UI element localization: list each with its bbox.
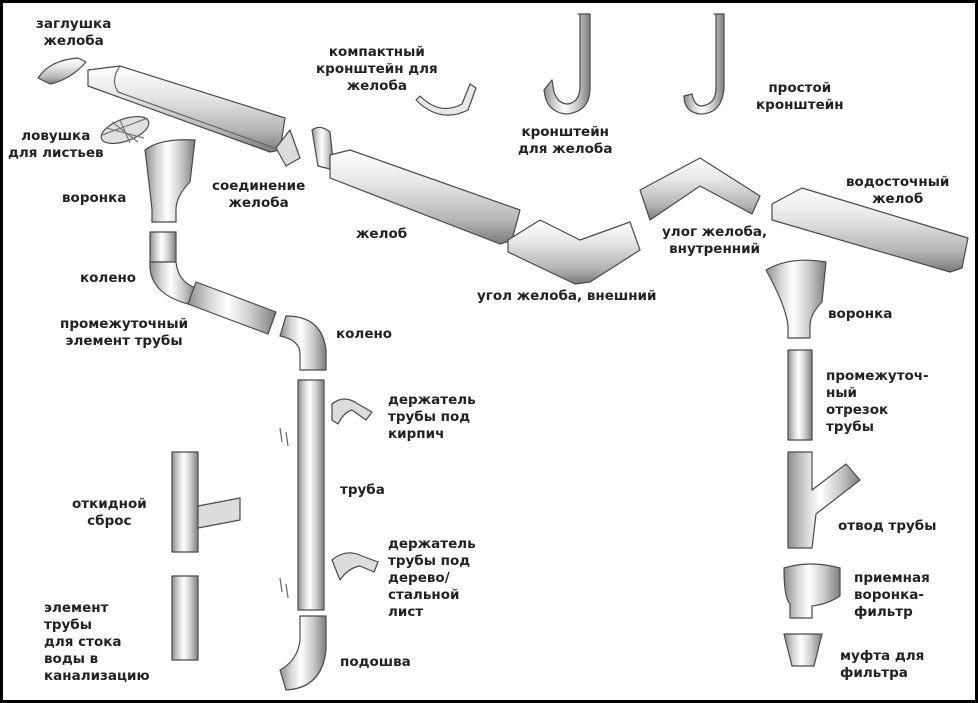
label-receiving-funnel: приемная воронка- фильтр	[854, 570, 930, 620]
gutter-end-cap	[37, 57, 87, 85]
label-gutter-bracket: кронштейн для желоба	[518, 124, 613, 157]
label-brick-holder: держатель трубы под кирпич	[388, 392, 476, 442]
label-downspout-gutter: водосточный желоб	[846, 174, 950, 207]
label-compact-bracket: компактный кронштейн для желоба	[316, 44, 438, 94]
label-simple-bracket: простой кронштейн	[756, 80, 844, 113]
label-leaf-trap: ловушка для листьев	[8, 128, 104, 161]
intermediate-segment	[787, 349, 813, 441]
pipe-short-left	[149, 231, 177, 263]
label-intermediate-pipe: промежуточный элемент трубы	[60, 316, 189, 349]
gutter-bracket	[543, 13, 591, 115]
inner-corner	[639, 157, 761, 221]
flip-drain-flap	[197, 497, 241, 529]
label-pipe-branch: отвод трубы	[838, 518, 937, 534]
label-gutter-joint: соединение желоба	[212, 178, 306, 211]
intermediate-pipe	[187, 281, 277, 335]
brick-holder	[331, 398, 373, 425]
label-funnel-left: воронка	[62, 190, 127, 206]
label-gutter: желоб	[356, 226, 408, 242]
label-inner-corner: улог желоба, внутренний	[662, 224, 768, 257]
label-end-cap: заглушка желоба	[36, 16, 112, 49]
label-filter-coupling: муфта для фильтра	[840, 648, 925, 681]
downpipe	[297, 379, 325, 611]
gutter-joint	[275, 129, 301, 167]
elbow-middle	[279, 315, 327, 371]
label-shoe: подошва	[340, 654, 411, 670]
label-flip-drain: откидной сброс	[72, 496, 147, 529]
label-wood-holder: держатель трубы под дерево/ стальной лис…	[388, 536, 476, 620]
downspout-gutter	[771, 187, 969, 273]
simple-bracket	[683, 13, 725, 115]
label-outer-corner: угол желоба, внешний	[477, 288, 657, 304]
label-elbow-middle: колено	[336, 326, 393, 342]
label-pipe: труба	[340, 482, 385, 498]
leaf-trap	[100, 115, 150, 145]
funnel-left	[144, 139, 196, 223]
flip-drain-pipe	[171, 451, 199, 553]
label-sewer-element: элемент трубы для стока воды в канализац…	[44, 600, 150, 684]
label-elbow-left: колено	[80, 270, 137, 286]
pipe-branch	[787, 451, 861, 549]
receiving-funnel	[783, 563, 841, 619]
funnel-right	[765, 259, 827, 339]
wood-holder	[331, 552, 379, 581]
label-funnel-right: воронка	[828, 306, 893, 322]
sewer-pipe-element	[171, 575, 199, 661]
holder-nails	[279, 427, 289, 599]
compact-bracket	[415, 83, 477, 116]
label-intermediate-segment: промежуточ- ный отрезок трубы	[826, 368, 929, 435]
filter-coupling	[783, 633, 823, 667]
pipe-shoe	[279, 615, 327, 691]
outer-corner	[507, 219, 641, 285]
elbow-left	[149, 261, 197, 305]
